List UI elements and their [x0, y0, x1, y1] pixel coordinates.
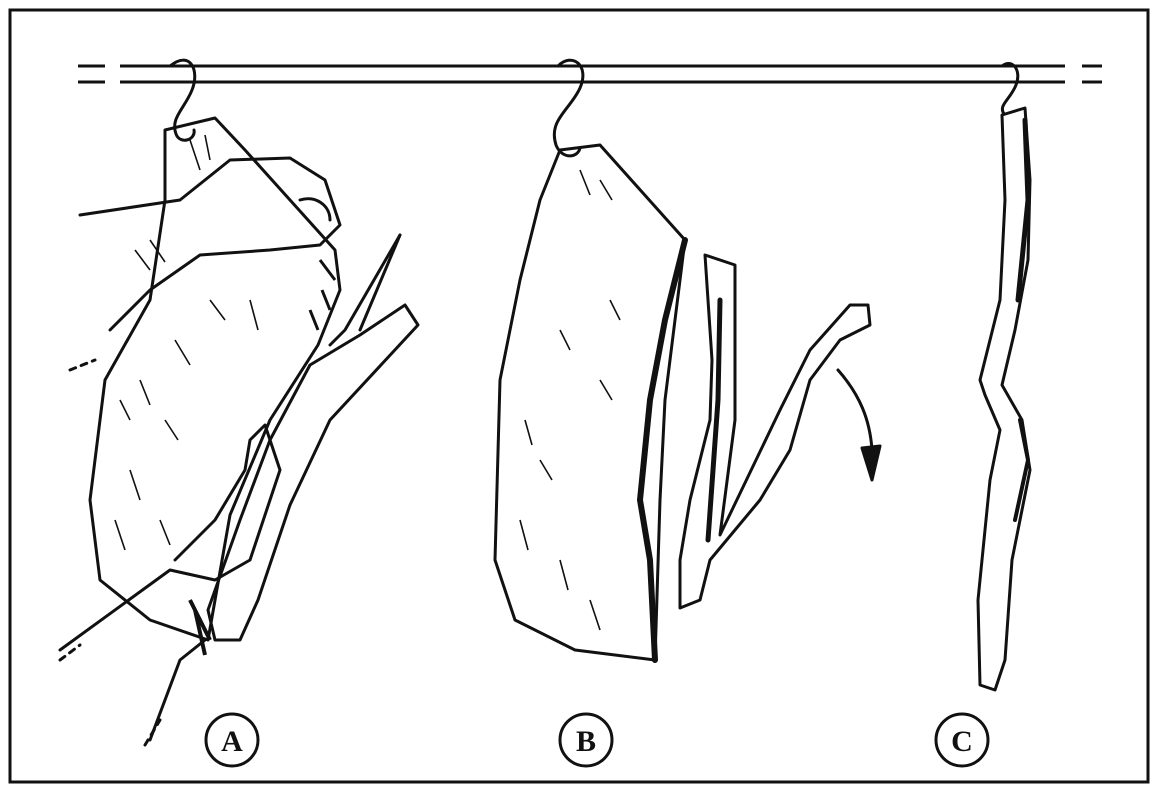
label-c: C: [936, 714, 988, 766]
meat-b: [495, 145, 685, 660]
hook-c: [1002, 63, 1018, 114]
panel-b-illustration: [495, 60, 880, 660]
label-c-text: C: [951, 725, 973, 758]
strip-c: [978, 108, 1030, 690]
lower-hand: [60, 425, 280, 650]
panel-a-illustration: [60, 60, 418, 745]
panel-c-illustration: [978, 63, 1030, 690]
label-a-text: A: [221, 725, 243, 758]
label-a: A: [206, 714, 258, 766]
panel-b-shading: [520, 170, 620, 630]
arrow-b: [838, 370, 872, 450]
hook-b: [554, 60, 583, 156]
hanging-rod: [78, 66, 1102, 82]
upper-hand: [80, 158, 340, 330]
label-b: B: [560, 714, 612, 766]
strip-b: [680, 255, 870, 608]
label-b-text: B: [576, 725, 596, 758]
